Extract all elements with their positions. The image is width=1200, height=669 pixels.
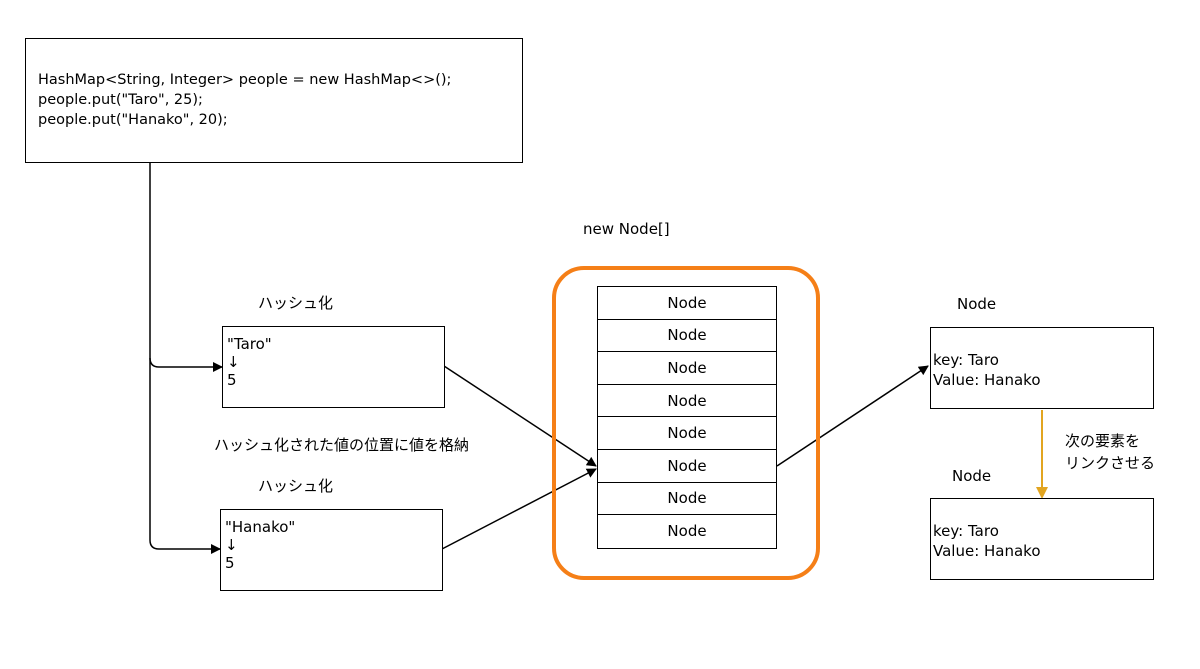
hash-hanako-arrow: ↓ bbox=[225, 536, 238, 554]
array-cell: Node bbox=[598, 450, 776, 483]
hash-taro-key: "Taro" bbox=[227, 335, 272, 353]
node-bottom-value: Value: Hanako bbox=[933, 542, 1041, 560]
code-line: HashMap<String, Integer> people = new Ha… bbox=[38, 72, 452, 88]
code-box: HashMap<String, Integer> people = new Ha… bbox=[25, 38, 523, 163]
array-cell: Node bbox=[598, 483, 776, 516]
node-top-title: Node bbox=[957, 295, 997, 313]
hash-taro-title: ハッシュ化 bbox=[258, 294, 334, 312]
hash-taro-value: 5 bbox=[227, 371, 237, 389]
array-cell: Node bbox=[598, 417, 776, 450]
array-to-node-connector bbox=[776, 365, 929, 467]
array-cell: Node bbox=[598, 385, 776, 418]
code-to-taro-connector bbox=[149, 163, 223, 372]
node-array: Node Node Node Node Node Node Node Node bbox=[597, 286, 777, 549]
array-cell: Node bbox=[667, 522, 707, 541]
array-highlight bbox=[552, 266, 820, 580]
taro-to-array-connector bbox=[443, 365, 597, 467]
code-to-hanako-connector bbox=[149, 358, 221, 554]
link-label-line1: 次の要素を bbox=[1065, 432, 1141, 450]
array-cell: Node bbox=[598, 287, 776, 320]
link-label: 次の要素を リンクさせる bbox=[1065, 430, 1155, 474]
node-top-box: key: Taro Value: Hanako bbox=[930, 327, 1154, 409]
hash-hanako-title: ハッシュ化 bbox=[258, 477, 334, 495]
node-bottom-box: key: Taro Value: Hanako bbox=[930, 498, 1154, 580]
hash-hanako-box: "Hanako" ↓ 5 bbox=[220, 509, 443, 591]
hash-hanako-key: "Hanako" bbox=[225, 518, 296, 536]
store-label: ハッシュ化された値の位置に値を格納 bbox=[214, 436, 470, 454]
array-title: new Node[] bbox=[583, 220, 670, 238]
hanako-to-array-connector bbox=[441, 468, 597, 550]
node-bottom-title: Node bbox=[952, 467, 992, 485]
code-line: people.put("Hanako", 20); bbox=[38, 112, 228, 128]
array-cell: Node bbox=[598, 352, 776, 385]
node-top-key: key: Taro bbox=[933, 351, 999, 369]
node-bottom-key: key: Taro bbox=[933, 522, 999, 540]
array-cell: Node bbox=[598, 320, 776, 353]
code-line: people.put("Taro", 25); bbox=[38, 92, 203, 108]
hash-taro-box: "Taro" ↓ 5 bbox=[222, 326, 445, 408]
node-top-value: Value: Hanako bbox=[933, 371, 1041, 389]
link-label-line2: リンクさせる bbox=[1065, 454, 1156, 472]
hash-taro-arrow: ↓ bbox=[227, 353, 240, 371]
hash-hanako-value: 5 bbox=[225, 554, 235, 572]
